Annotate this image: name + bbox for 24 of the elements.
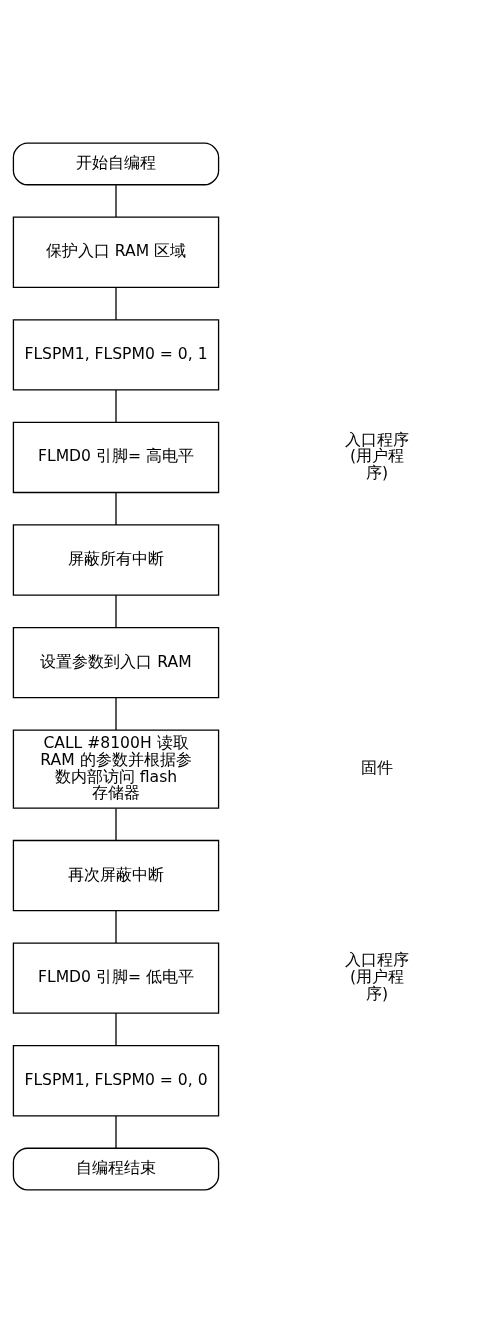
node-box: 设置参数到入口 RAM bbox=[12, 626, 220, 699]
connector bbox=[115, 1115, 117, 1149]
connector bbox=[115, 1012, 117, 1047]
node-box: 屏蔽所有中断 bbox=[12, 524, 220, 596]
connector bbox=[115, 807, 117, 841]
node-box: FLMD0 引脚= 高电平 bbox=[12, 421, 220, 494]
node-box: FLSPM1, FLSPM0 = 0, 1 bbox=[12, 319, 220, 391]
node-box: 开始自编程 bbox=[12, 142, 220, 186]
node-box: CALL #8100H 读取 RAM 的参数并根据参数内部访问 flash 存储器 bbox=[12, 729, 220, 809]
label: 固件 bbox=[361, 759, 393, 778]
connector bbox=[115, 184, 117, 218]
node-box: 保护入口 RAM 区域 bbox=[12, 216, 220, 288]
node-box: 自编程结束 bbox=[12, 1147, 220, 1191]
label: 入口程序 (用户程序) bbox=[345, 951, 409, 1004]
node-box: FLSPM1, FLSPM0 = 0, 0 bbox=[12, 1045, 220, 1117]
connector bbox=[115, 286, 117, 321]
connector bbox=[115, 491, 117, 526]
connector bbox=[115, 910, 117, 944]
connector bbox=[115, 697, 117, 731]
connector bbox=[115, 389, 117, 423]
node-box: FLMD0 引脚= 低电平 bbox=[12, 942, 220, 1014]
label: 入口程序 (用户程序) bbox=[345, 430, 409, 483]
node-box: 再次屏蔽中断 bbox=[12, 839, 220, 912]
connector bbox=[115, 594, 117, 629]
